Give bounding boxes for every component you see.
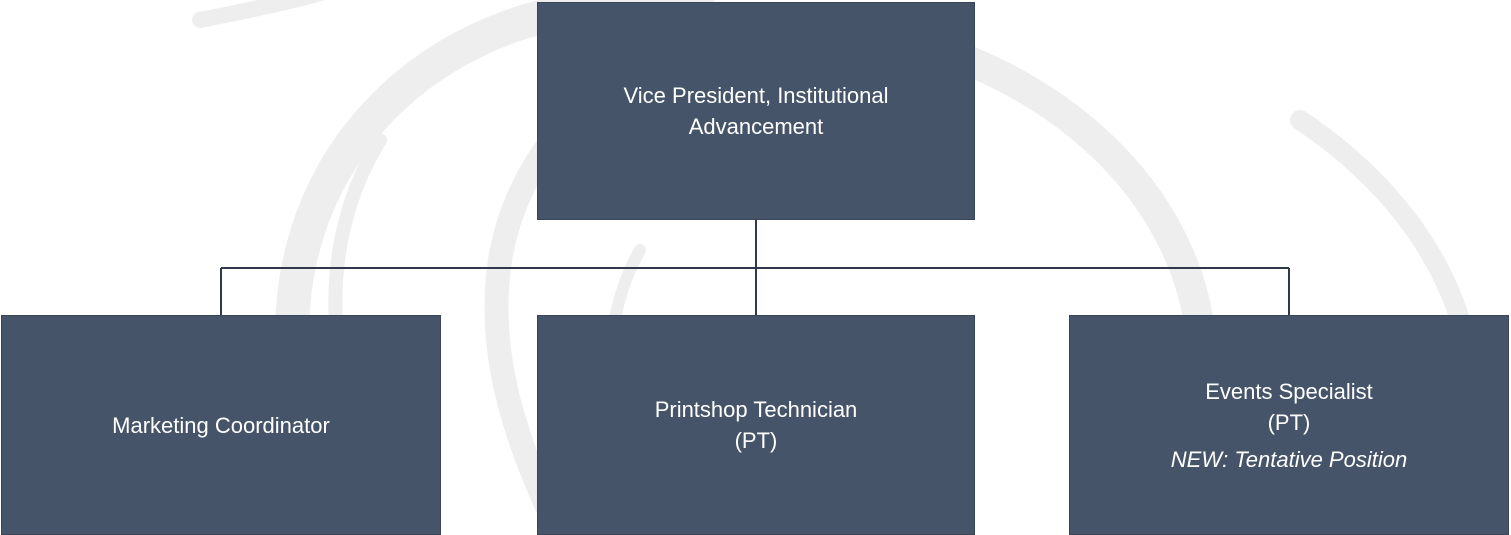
- printshop-technician-box: Printshop Technician (PT): [537, 315, 975, 535]
- events-specialist-note: NEW: Tentative Position: [1170, 446, 1408, 472]
- vp-title-line1: Vice President, Institutional: [623, 83, 889, 108]
- marketing-coordinator-title: Marketing Coordinator: [112, 412, 330, 438]
- vp-title-line2: Advancement: [688, 114, 824, 139]
- marketing-coordinator-box: Marketing Coordinator: [1, 315, 441, 535]
- printshop-technician-title: Printshop Technician: [654, 397, 858, 422]
- events-specialist-title: Events Specialist: [1205, 378, 1373, 404]
- printshop-technician-status: (PT): [734, 428, 778, 453]
- events-specialist-status: (PT): [1267, 409, 1311, 435]
- vp-institutional-advancement-box: Vice President, Institutional Advancemen…: [537, 2, 975, 220]
- events-specialist-box: Events Specialist (PT) NEW: Tentative Po…: [1069, 315, 1509, 535]
